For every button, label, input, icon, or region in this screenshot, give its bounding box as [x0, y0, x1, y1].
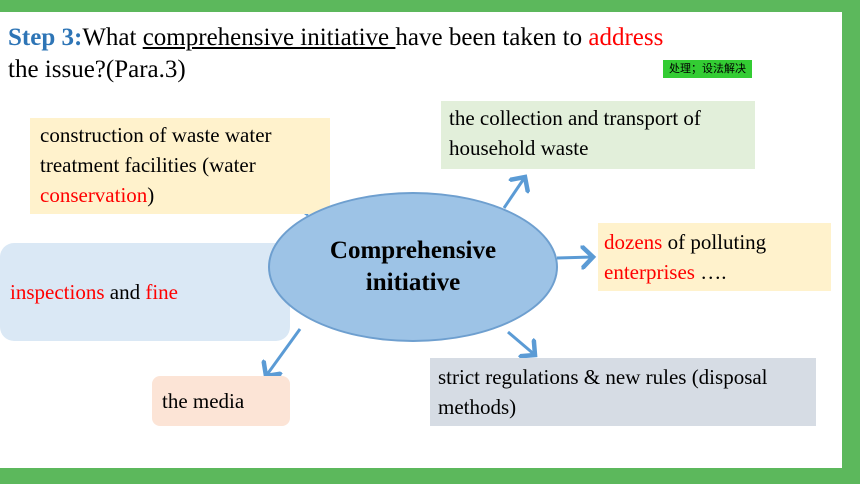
- underlined-phrase: comprehensive initiative: [142, 24, 396, 51]
- media-box: the media: [152, 376, 290, 426]
- title-line-2: the issue?(Para.3): [8, 56, 186, 83]
- inspections-box: inspections and fine: [0, 243, 290, 341]
- step-label: Step 3:: [8, 24, 83, 51]
- center-label: Comprehensive initiative: [329, 237, 497, 296]
- question-title: Step 3:What comprehensive initiative hav…: [8, 24, 664, 83]
- arrow-to-dozens: [556, 257, 593, 258]
- top-frame-bar: [0, 0, 860, 12]
- arrow-to-media: [266, 328, 302, 376]
- bottom-frame-bar: [0, 468, 860, 484]
- arrow-to-regulations: [507, 330, 535, 355]
- dozens-box: dozens of polluting enterprises ….: [598, 223, 831, 291]
- waste-water-box: construction of waste water treatment fa…: [30, 118, 330, 214]
- regulations-box: strict regulations & new rules (disposal…: [430, 358, 816, 426]
- arrow-to-collection: [502, 177, 525, 209]
- translation-tag: 处理；设法解决: [663, 60, 752, 78]
- collection-box: the collection and transport of househol…: [441, 101, 755, 169]
- highlight-word: address: [588, 24, 664, 51]
- right-frame-bar: [842, 0, 860, 484]
- center-ellipse: Comprehensive initiative: [268, 192, 558, 342]
